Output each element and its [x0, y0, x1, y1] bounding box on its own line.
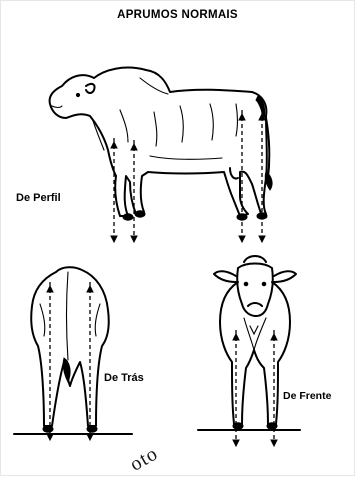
bull-rear-outline	[31, 267, 109, 426]
label-side-view: De Perfil	[16, 192, 61, 204]
belly-line	[150, 156, 222, 159]
right-ear	[274, 271, 296, 282]
rib-fold-4	[236, 104, 238, 136]
rear-hoof-left	[43, 426, 53, 433]
bull-side-view	[50, 68, 272, 242]
left-thigh-fold	[40, 304, 45, 336]
label-front-view: De Frente	[283, 390, 331, 402]
front-hoof-a	[233, 423, 243, 430]
chest-v	[250, 326, 258, 334]
rib-fold-3	[210, 104, 213, 140]
bull-front-view	[198, 256, 300, 446]
shoulder-fold	[120, 110, 128, 142]
front-hoof-left	[123, 214, 133, 220]
bull-rear-view	[14, 267, 132, 440]
head-outline	[237, 264, 273, 317]
tail-rear	[67, 272, 69, 360]
label-rear-view: De Trás	[104, 372, 144, 384]
rib-fold-2	[180, 106, 183, 142]
front-hoof-right	[135, 211, 145, 217]
rib-fold-1	[154, 112, 157, 146]
dewlap-front	[244, 318, 266, 350]
tail-switch-rear	[63, 358, 70, 382]
muzzle-front	[248, 303, 262, 306]
tail-switch	[265, 172, 272, 190]
right-thigh-fold	[95, 304, 100, 336]
left-ear	[214, 271, 236, 282]
ear-line	[86, 84, 95, 93]
rear-hoof-right	[87, 426, 97, 433]
muzzle-line	[52, 106, 62, 108]
front-hoof-b	[267, 423, 277, 430]
hump-front	[244, 256, 266, 262]
scrotum-line	[230, 168, 238, 179]
eye-mark	[76, 93, 79, 96]
